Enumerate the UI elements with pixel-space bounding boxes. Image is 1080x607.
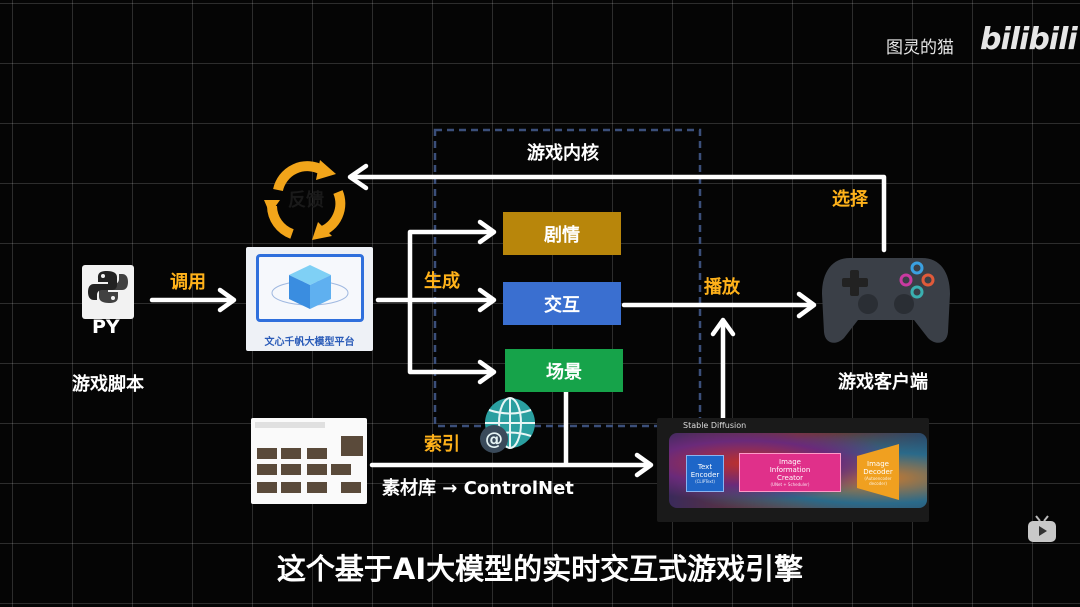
svg-text:@: @ bbox=[485, 429, 503, 450]
cube-icon bbox=[271, 265, 349, 309]
tv-icon[interactable] bbox=[1026, 514, 1058, 544]
gamepad-icon bbox=[820, 250, 952, 348]
image-information-creator-block: Image Information Creator (UNet + Schedu… bbox=[739, 453, 841, 492]
feedback-label: 反馈 bbox=[288, 190, 324, 211]
select-arrow bbox=[349, 174, 887, 253]
image-decoder-shape bbox=[857, 444, 899, 500]
web-index-icon: @ bbox=[476, 395, 538, 457]
game-core-frame bbox=[433, 128, 702, 428]
index-label: 索引 bbox=[424, 434, 460, 455]
play-label: 播放 bbox=[704, 277, 740, 298]
call-label: 调用 bbox=[170, 272, 206, 293]
bilibili-logo: bilibili bbox=[980, 22, 1078, 57]
material-library-thumbnail bbox=[251, 418, 367, 504]
text-encoder-block: Text Encoder (CLIPText) bbox=[686, 455, 724, 492]
game-core-label: 游戏内核 bbox=[527, 143, 599, 164]
branch-line bbox=[407, 229, 495, 375]
python-label: PY bbox=[92, 316, 120, 338]
feedback-cycle-icon bbox=[258, 156, 354, 242]
story-box: 剧情 bbox=[503, 212, 621, 255]
sd-title: Stable Diffusion bbox=[683, 421, 747, 430]
interaction-box: 交互 bbox=[503, 282, 621, 325]
python-icon bbox=[82, 265, 134, 319]
scene-box: 场景 bbox=[505, 349, 623, 392]
stable-diffusion-panel: Stable Diffusion Text Encoder (CLIPText)… bbox=[657, 418, 929, 522]
game-script-caption: 游戏脚本 bbox=[72, 374, 144, 395]
platform-node: 文心千帆大模型平台 bbox=[246, 247, 373, 351]
generate-label: 生成 bbox=[424, 271, 460, 292]
channel-watermark: 图灵的猫 bbox=[886, 38, 954, 58]
library-controlnet-label: 素材库 → ControlNet bbox=[382, 478, 574, 499]
platform-screen bbox=[256, 254, 364, 322]
video-subtitle: 这个基于AI大模型的实时交互式游戏引擎 bbox=[276, 552, 804, 586]
platform-caption: 文心千帆大模型平台 bbox=[264, 337, 355, 348]
image-decoder-block: Image Decoder (Autoencoder decoder) bbox=[863, 460, 893, 486]
game-client-caption: 游戏客户端 bbox=[838, 372, 928, 393]
select-label: 选择 bbox=[832, 189, 868, 210]
